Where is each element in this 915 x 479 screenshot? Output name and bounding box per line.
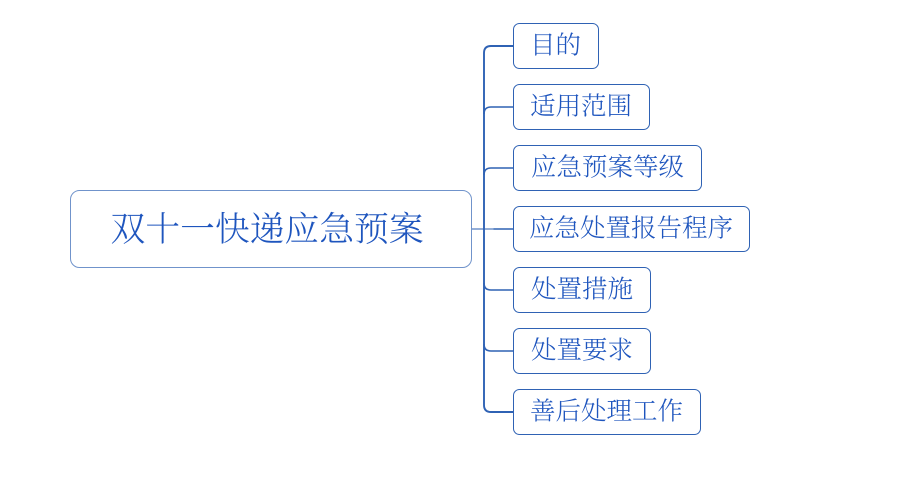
node-label-glyphs — [531, 92, 631, 117]
connector-path-2 — [483, 167, 513, 176]
child-node-scope[interactable]: 适用范围 — [512, 83, 650, 130]
node-label-glyphs — [531, 275, 632, 300]
child-node-requirements[interactable]: 处置要求 — [512, 327, 651, 374]
connector-path-5 — [483, 343, 513, 352]
child-node-aftermath[interactable]: 善后处理工作 — [512, 388, 701, 435]
node-label-glyphs — [531, 336, 631, 361]
node-label-glyphs — [530, 214, 732, 239]
child-node-report-procedure[interactable]: 应急处置报告程序 — [512, 205, 750, 252]
node-label-glyphs — [531, 397, 683, 422]
child-node-purpose[interactable]: 目的 — [512, 22, 599, 69]
node-label-glyphs — [531, 153, 683, 178]
node-label-glyphs — [111, 211, 423, 244]
child-node-measures[interactable]: 处置措施 — [512, 266, 651, 313]
connector-path-4 — [483, 282, 513, 291]
root-node[interactable]: 双十一快递应急预案 — [70, 189, 472, 268]
node-label-glyphs — [535, 31, 580, 56]
connector-path-1 — [483, 106, 513, 115]
trunk-path — [483, 45, 513, 413]
child-node-plan-level[interactable]: 应急预案等级 — [512, 144, 702, 191]
